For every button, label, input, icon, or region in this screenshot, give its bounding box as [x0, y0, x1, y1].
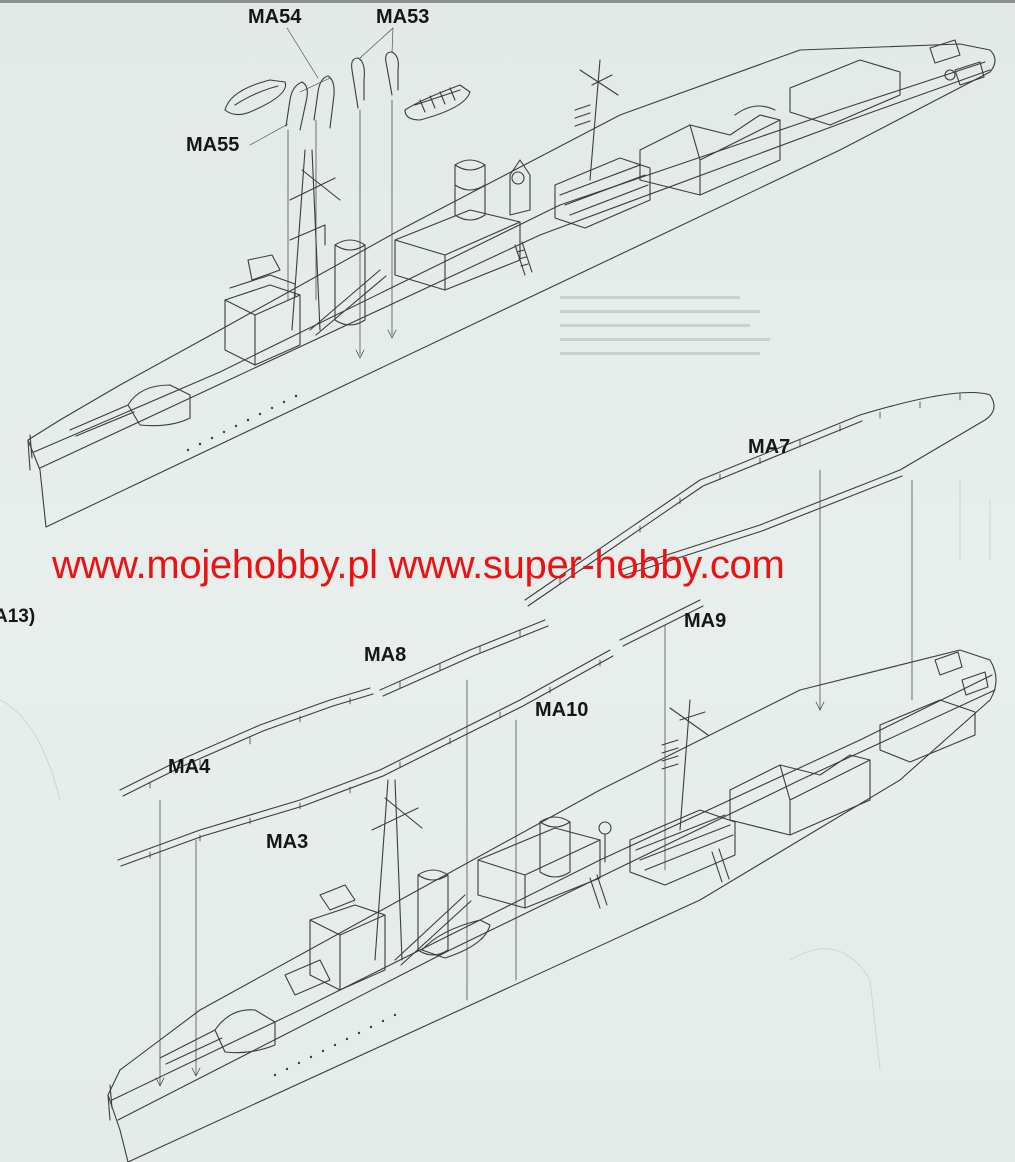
part-label-ma55: MA55 — [186, 134, 240, 156]
watermark-text: www.mojehobby.pl www.super-hobby.com — [52, 543, 785, 587]
upper-ship-superstructure — [69, 39, 985, 437]
railing-parts — [117, 391, 995, 1087]
side-reference-label: A13) — [0, 606, 36, 627]
part-label-ma9: MA9 — [684, 610, 727, 632]
top-border — [0, 0, 1015, 3]
boat-and-davit-parts — [224, 27, 471, 359]
part-label-ma10: MA10 — [535, 699, 589, 721]
part-label-ma7: MA7 — [748, 436, 791, 458]
upper-ship-hull — [27, 43, 996, 528]
part-label-ma8: MA8 — [364, 644, 407, 666]
bleed-through-shapes — [0, 479, 991, 1071]
part-label-ma3: MA3 — [266, 831, 309, 853]
part-label-ma54: MA54 — [248, 6, 302, 28]
bleed-through-text: ▬▬▬▬▬▬▬▬▬▬▬▬▬▬▬▬▬▬ ▬▬▬▬▬▬▬▬▬▬▬▬▬▬▬▬▬▬▬▬ … — [560, 291, 770, 358]
lower-ship-superstructure — [159, 651, 989, 1065]
part-label-ma53: MA53 — [376, 6, 430, 28]
lower-ship-hull — [107, 649, 997, 1162]
part-label-ma4: MA4 — [168, 756, 211, 778]
